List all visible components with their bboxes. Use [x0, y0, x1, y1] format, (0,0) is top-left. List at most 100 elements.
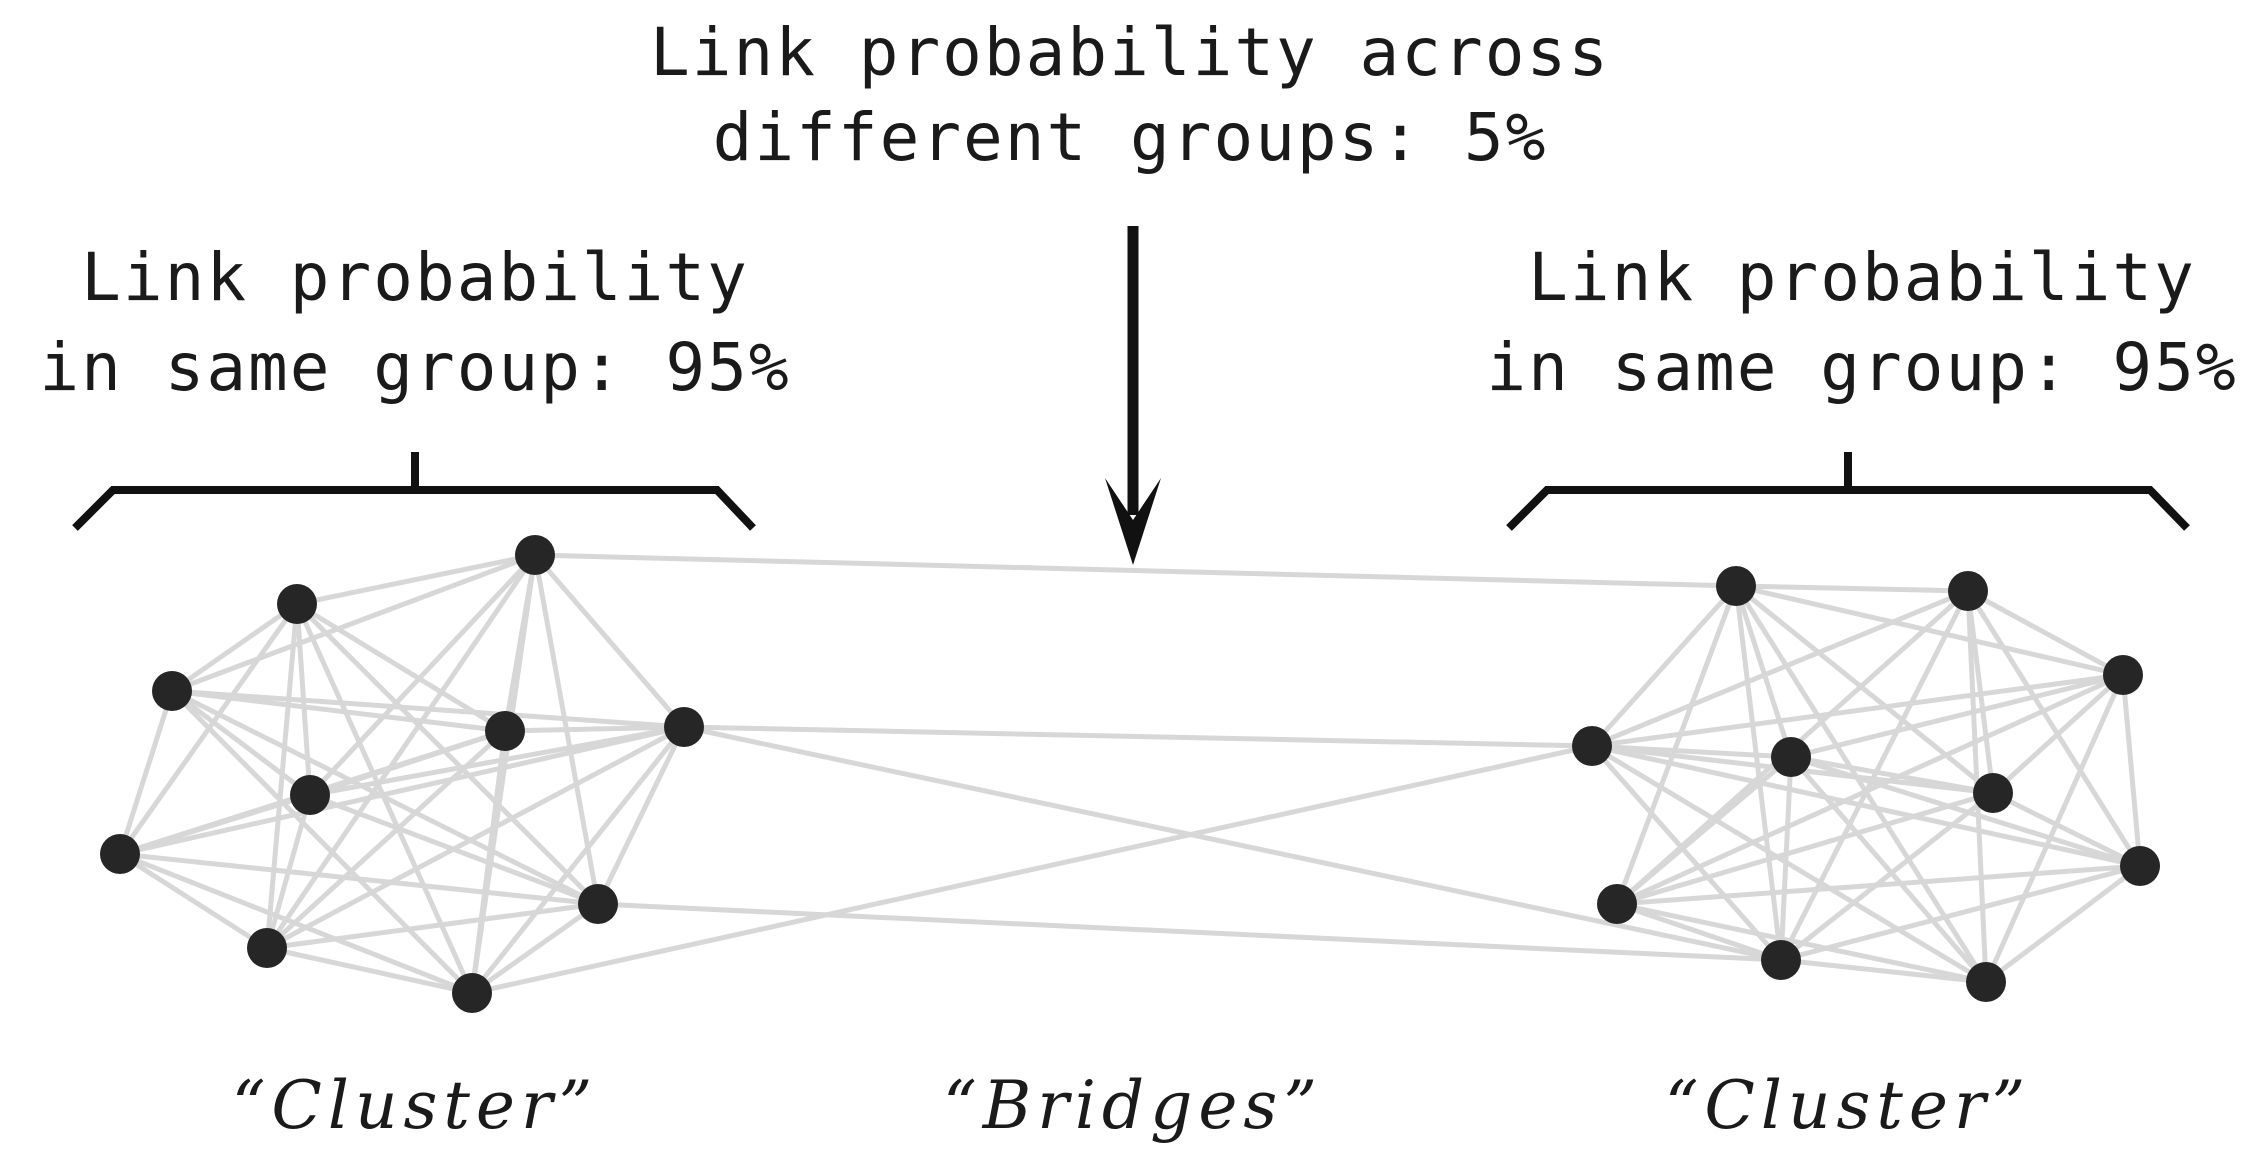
- left-cluster-node: [152, 671, 192, 711]
- right-cluster-edge: [1614, 754, 1794, 907]
- bridge-edge: [469, 743, 1595, 996]
- left-cluster-node: [664, 707, 704, 747]
- left-cluster-edge: [117, 851, 601, 907]
- caption-bridges: “Bridges”: [943, 1067, 1323, 1144]
- right-cluster-edge: [1778, 588, 1971, 963]
- left-cluster-edge: [117, 688, 175, 857]
- left-cluster-edge: [169, 688, 601, 907]
- left-cluster-edge: [169, 688, 508, 734]
- left-cluster-node: [247, 928, 287, 968]
- bridge-edge: [595, 901, 1784, 963]
- right-cluster-edge: [1614, 863, 2143, 907]
- left-cluster-edge: [532, 552, 687, 730]
- left-cluster-edge: [264, 945, 475, 996]
- left-cluster-edge: [264, 724, 687, 951]
- left-cluster-edge: [117, 851, 475, 996]
- left-cluster-edge: [595, 724, 687, 907]
- right-cluster-edge: [1983, 672, 2126, 985]
- right-cluster-node: [2120, 846, 2160, 886]
- right-cluster-edge: [1614, 672, 2126, 907]
- right-cluster-edge: [1733, 583, 1784, 963]
- right-cluster-edge: [1788, 754, 1989, 985]
- right-cluster-edge: [1965, 588, 2126, 678]
- right-cluster-edge: [1733, 583, 2126, 678]
- left-cluster-edge: [169, 601, 300, 694]
- right-cluster-node: [1973, 773, 2013, 813]
- right-cluster-edge: [1965, 588, 2143, 869]
- left-cluster-edge: [169, 688, 687, 730]
- left-cluster-edge: [169, 552, 538, 694]
- right-cluster-edge: [1990, 790, 2143, 869]
- left-cluster-node: [290, 775, 330, 815]
- left-cluster-edge: [502, 724, 687, 734]
- right-bracket: [1506, 452, 2190, 531]
- left-cluster-edge: [117, 724, 687, 857]
- left-cluster-edge: [264, 901, 601, 951]
- left-bracket: [72, 452, 756, 531]
- left-cluster-edge: [117, 792, 313, 857]
- right-cluster-edge: [1589, 583, 1739, 749]
- left-cluster-node: [485, 711, 525, 751]
- left-cluster-node: [452, 973, 492, 1013]
- right-cluster-edge: [1788, 672, 2126, 760]
- right-cluster-edge: [1778, 790, 1996, 963]
- left-cluster-edge: [294, 601, 601, 907]
- left-cluster-edge: [169, 688, 475, 996]
- right-cluster-edge: [1589, 743, 1784, 963]
- right-cluster-node: [1716, 566, 1756, 606]
- left-cluster-edge: [469, 724, 687, 996]
- right-cluster-edge: [2120, 672, 2143, 869]
- right-cluster-edge: [1614, 583, 1739, 907]
- right-cluster-edge: [1733, 583, 1996, 796]
- left-cluster-edge: [307, 792, 601, 907]
- left-cluster-edge: [469, 901, 601, 996]
- across-annotation-line1: Link probability across: [650, 14, 1610, 91]
- left-cluster-edge: [264, 552, 538, 951]
- caption-right-cluster: “Cluster”: [1665, 1067, 2032, 1144]
- right-cluster-edge: [1778, 754, 1794, 963]
- left-cluster-node: [578, 884, 618, 924]
- right-cluster-node: [1572, 726, 1612, 766]
- right-cluster-edge: [1733, 583, 1971, 594]
- node-layer: [100, 535, 2160, 1013]
- bridge-edge: [681, 724, 1784, 963]
- right-cluster-edge: [1589, 743, 2143, 869]
- left-cluster-edge: [117, 851, 270, 951]
- right-annotation-line1: Link probability: [1528, 239, 2196, 316]
- right-cluster-edge: [1983, 863, 2143, 985]
- right-cluster-node: [1597, 884, 1637, 924]
- caption-left-cluster: “Cluster”: [232, 1067, 599, 1144]
- left-cluster-node: [515, 535, 555, 575]
- bridge-edge: [532, 552, 1739, 589]
- right-cluster-edge: [1589, 588, 1971, 749]
- right-cluster-edge: [1733, 583, 1794, 760]
- right-cluster-edge: [1614, 790, 1996, 907]
- left-cluster-node: [100, 834, 140, 874]
- right-cluster-edge: [1788, 754, 1996, 796]
- right-cluster-node: [2103, 655, 2143, 695]
- left-cluster-node: [277, 584, 317, 624]
- left-cluster-edge: [307, 724, 687, 798]
- left-annotation-line2: in same group: 95%: [39, 329, 790, 406]
- right-cluster-node: [1966, 962, 2006, 1002]
- left-annotation-line1: Link probability: [81, 239, 749, 316]
- right-cluster-edge: [1614, 901, 1784, 963]
- across-annotation-line2: different groups: 5%: [713, 99, 1548, 176]
- left-cluster-edge: [307, 552, 538, 798]
- left-cluster-edge: [294, 552, 538, 607]
- right-cluster-edge: [1990, 672, 2126, 796]
- right-cluster-edge: [1778, 957, 1989, 985]
- right-cluster-node: [1948, 571, 1988, 611]
- right-cluster-node: [1761, 940, 1801, 980]
- right-annotation-line2: in same group: 95%: [1486, 329, 2237, 406]
- edge-layer: [117, 552, 2143, 996]
- right-cluster-edge: [1589, 672, 2126, 749]
- bridge-edge: [681, 724, 1595, 749]
- right-cluster-edge: [1778, 863, 2143, 963]
- right-cluster-edge: [1614, 901, 1989, 985]
- arrow-head: [1105, 478, 1161, 565]
- right-cluster-node: [1771, 737, 1811, 777]
- right-cluster-edge: [1589, 743, 1989, 985]
- left-cluster-edge: [169, 688, 313, 798]
